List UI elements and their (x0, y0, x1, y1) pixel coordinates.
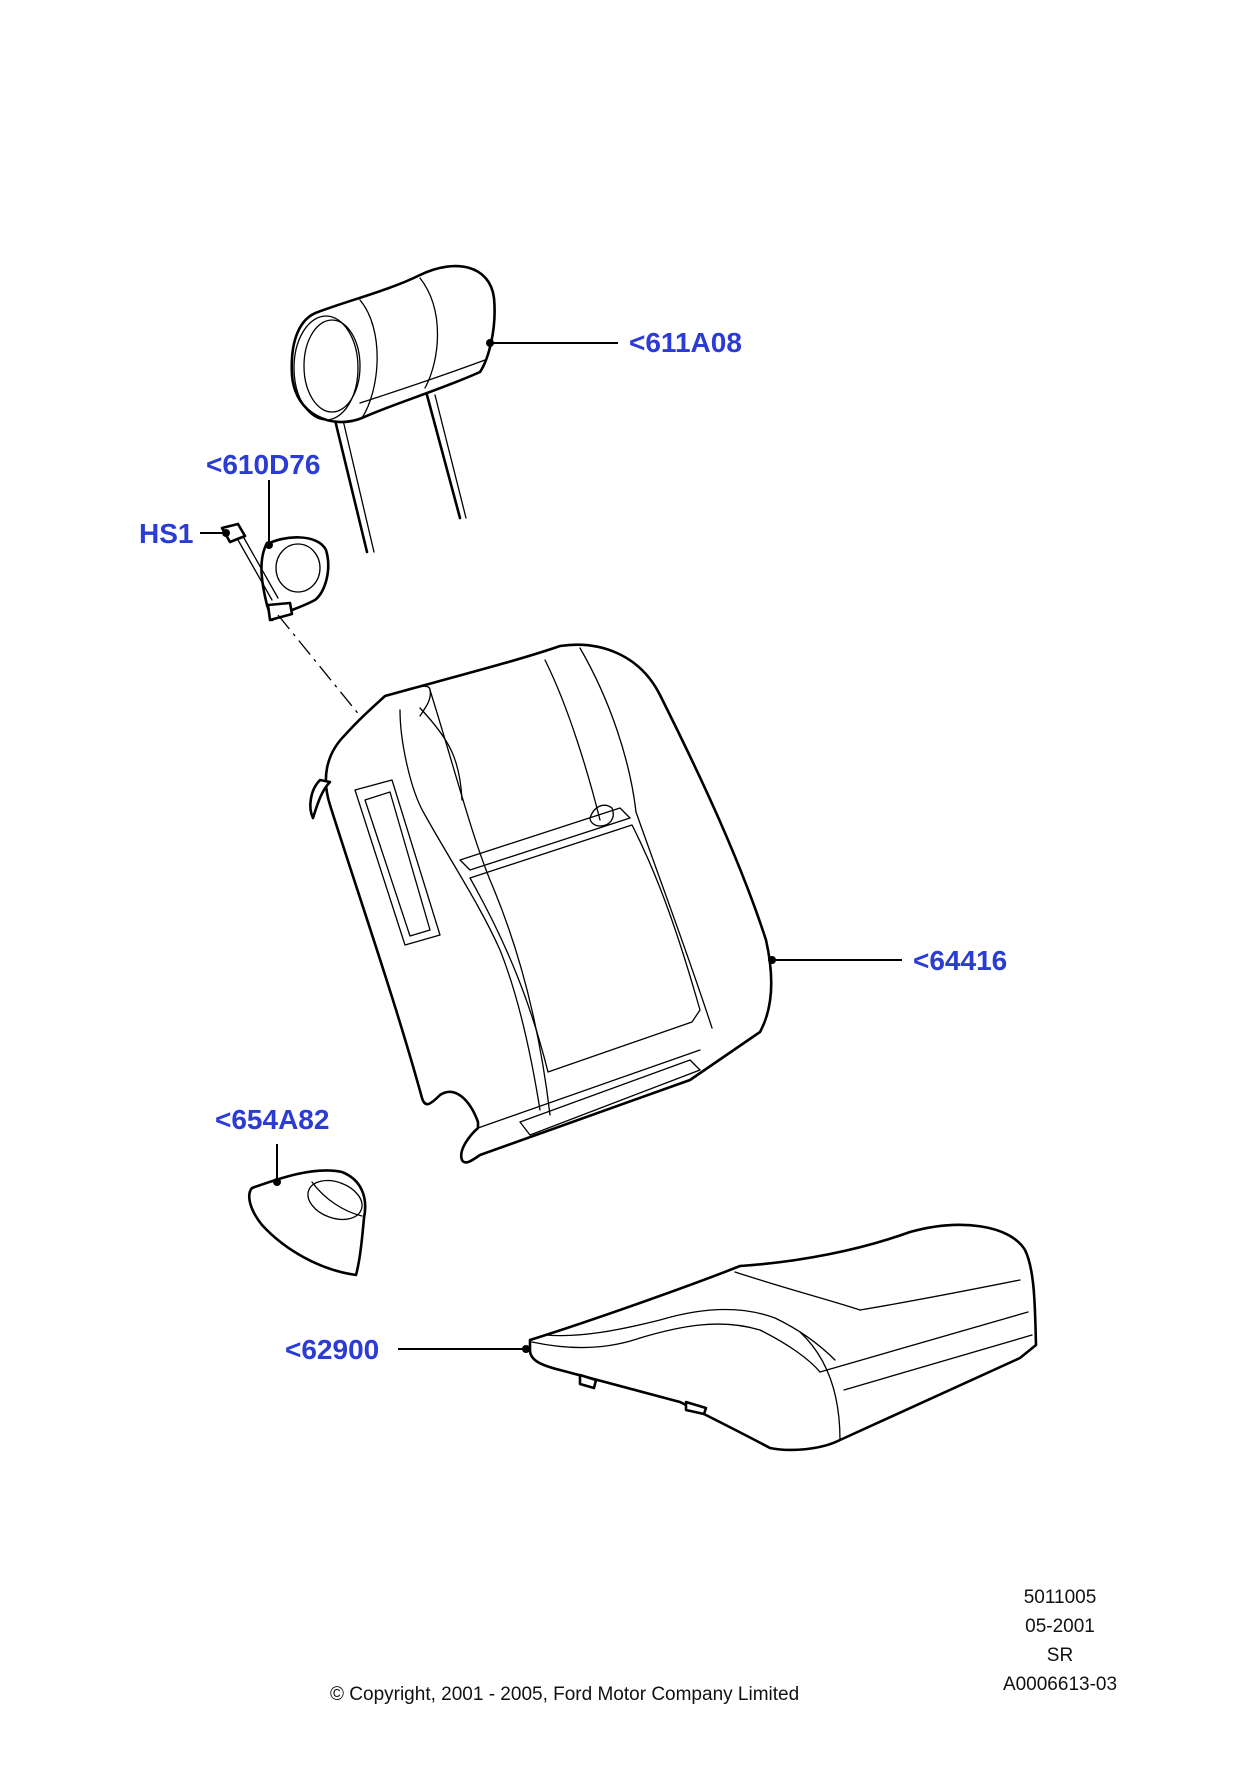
callout-backrest[interactable]: <64416 (913, 945, 1008, 976)
trim-cover-part[interactable] (248, 1169, 367, 1277)
copyright-notice: © Copyright, 2001 - 2005, Ford Motor Com… (330, 1684, 800, 1705)
backrest-part[interactable] (309, 643, 773, 1164)
reference-line-1: 5011005 (1023, 1587, 1097, 1608)
reference-line-3: SR (1046, 1645, 1074, 1666)
callout-headrest[interactable]: <611A08 (629, 327, 742, 358)
leader-lines (200, 339, 902, 1353)
headrest-part[interactable] (290, 264, 496, 554)
reference-line-2: 05-2001 (1025, 1616, 1095, 1637)
callout-cushion[interactable]: <62900 (285, 1334, 380, 1365)
assembly-centerline (277, 614, 366, 723)
headrest-guide-part[interactable] (260, 536, 330, 622)
callout-screw[interactable]: HS1 (139, 518, 194, 549)
reference-line-4: A0006613-03 (1002, 1674, 1118, 1695)
callout-trim-cover[interactable]: <654A82 (215, 1104, 330, 1135)
cushion-part[interactable] (528, 1223, 1038, 1452)
screw-part[interactable] (220, 522, 279, 601)
callout-headrest-guide[interactable]: <610D76 (206, 449, 321, 480)
reference-block: 5011005 05-2001 SR A0006613-03 (990, 1588, 1130, 1704)
